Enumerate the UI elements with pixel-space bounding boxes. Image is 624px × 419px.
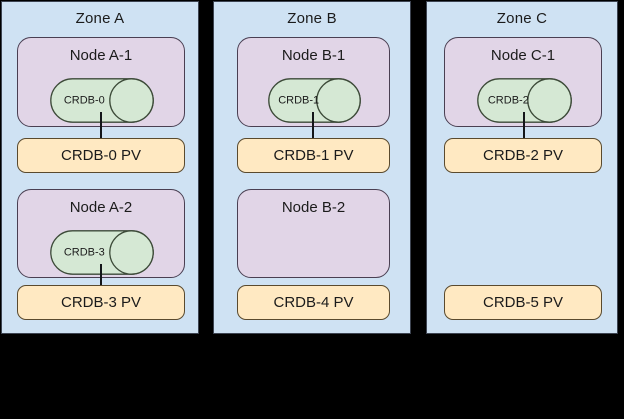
zone-container-a[interactable]: Zone A Node A-1 CRDB-0 CRDB-0 PV Node A-… [1,1,199,334]
cylinder-shape-icon [268,78,361,123]
database-label-crdb-3: CRDB-3 [63,246,105,258]
cylinder-shape-icon [477,78,572,123]
pv-label-crdb-3: CRDB-3 PV [60,293,142,311]
pv-box-crdb-2[interactable]: CRDB-2 PV [444,138,602,173]
database-cylinder-crdb-1[interactable]: CRDB-1 [268,78,361,123]
pv-label-crdb-5: CRDB-5 PV [482,293,564,311]
connector-crdb-1-to-pv [312,112,314,139]
pv-label-crdb-2: CRDB-2 PV [482,146,564,164]
cylinder-shape-icon [50,78,154,123]
pv-box-crdb-5[interactable]: CRDB-5 PV [444,285,602,320]
pv-box-crdb-4[interactable]: CRDB-4 PV [237,285,390,320]
connector-crdb-3-to-pv [100,264,102,287]
node-title-b-1: Node B-1 [281,47,346,64]
node-title-b-2: Node B-2 [281,199,346,216]
database-cylinder-crdb-2[interactable]: CRDB-2 [477,78,572,123]
database-label-crdb-0: CRDB-0 [63,94,105,106]
pv-label-crdb-4: CRDB-4 PV [273,293,354,311]
pv-box-crdb-3[interactable]: CRDB-3 PV [17,285,185,320]
node-title-a-1: Node A-1 [69,47,133,64]
pv-box-crdb-1[interactable]: CRDB-1 PV [237,138,390,173]
zone-container-b[interactable]: Zone B Node B-1 CRDB-1 CRDB-1 PV Node B-… [213,1,411,334]
database-label-crdb-1: CRDB-1 [278,94,320,106]
zone-title-b: Zone B [287,10,337,27]
cylinder-shape-icon [50,230,154,275]
database-cylinder-crdb-3[interactable]: CRDB-3 [50,230,154,275]
zone-container-c[interactable]: Zone C Node C-1 CRDB-2 CRDB-2 PV CRDB-5 … [426,1,618,334]
node-box-a-2[interactable]: Node A-2 CRDB-3 [17,189,185,278]
node-box-b-2[interactable]: Node B-2 [237,189,390,278]
zone-title-a: Zone A [75,10,125,27]
node-title-a-2: Node A-2 [69,199,133,216]
node-box-a-1[interactable]: Node A-1 CRDB-0 [17,37,185,127]
zone-title-c: Zone C [496,10,548,27]
node-box-c-1[interactable]: Node C-1 CRDB-2 [444,37,602,127]
pv-label-crdb-1: CRDB-1 PV [273,146,354,164]
connector-crdb-0-to-pv [100,112,102,139]
pv-label-crdb-0: CRDB-0 PV [60,146,142,164]
node-title-c-1: Node C-1 [490,47,556,64]
database-label-crdb-2: CRDB-2 [487,94,529,106]
database-cylinder-crdb-0[interactable]: CRDB-0 [50,78,154,123]
pv-box-crdb-0[interactable]: CRDB-0 PV [17,138,185,173]
connector-crdb-2-to-pv [523,112,525,139]
